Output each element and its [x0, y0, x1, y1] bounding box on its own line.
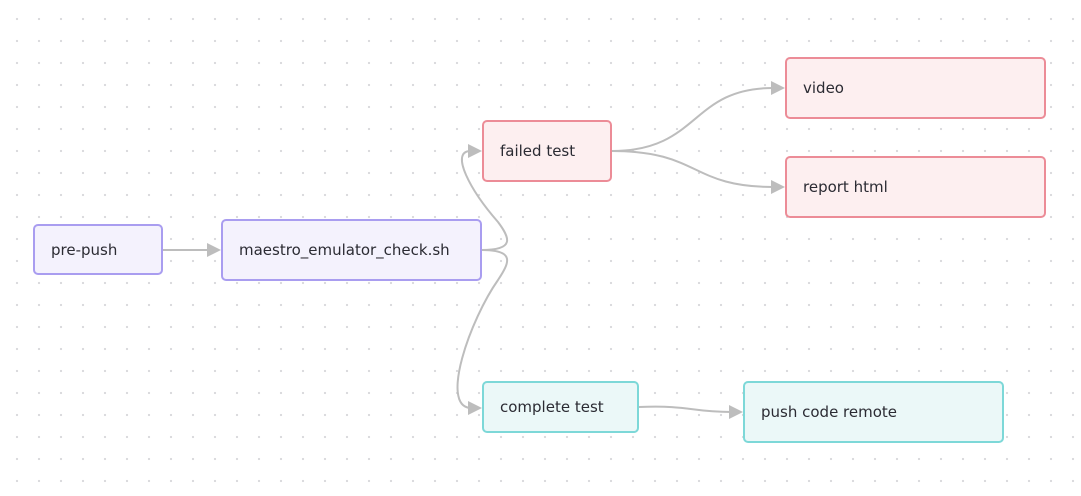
node-complete-test-label: complete test [500, 398, 604, 416]
arrow-head-report [771, 180, 785, 194]
node-complete-test[interactable]: complete test [482, 381, 639, 433]
edge-failed-to-video [611, 87, 774, 152]
node-pre-push-label: pre-push [51, 240, 118, 259]
arrow-head-maestro [207, 243, 221, 257]
node-failed-test-label: failed test [500, 142, 576, 160]
node-video-label: video [803, 79, 844, 97]
node-maestro-emulator-check-label: maestro_emulator_check.sh [239, 241, 450, 259]
node-report-html[interactable]: report html [785, 156, 1046, 218]
node-report-html-label: report html [803, 178, 888, 196]
arrow-head-push [729, 405, 743, 419]
edge-maestro-to-complete [456, 249, 509, 409]
node-video[interactable]: video [785, 57, 1046, 119]
node-push-code-remote-label: push code remote [761, 403, 898, 421]
node-maestro-emulator-check[interactable]: maestro_emulator_check.sh [221, 219, 482, 281]
arrow-head-complete [468, 401, 482, 415]
arrow-head-video [771, 81, 785, 95]
edge-maestro-to-failed [460, 150, 509, 251]
arrow-head-failed [468, 144, 482, 158]
node-pre-push[interactable]: pre-push [33, 224, 163, 275]
node-push-code-remote[interactable]: push code remote [743, 381, 1004, 443]
edge-complete-to-push [638, 405, 732, 413]
node-failed-test[interactable]: failed test [482, 120, 612, 182]
edge-failed-to-report [611, 150, 774, 188]
